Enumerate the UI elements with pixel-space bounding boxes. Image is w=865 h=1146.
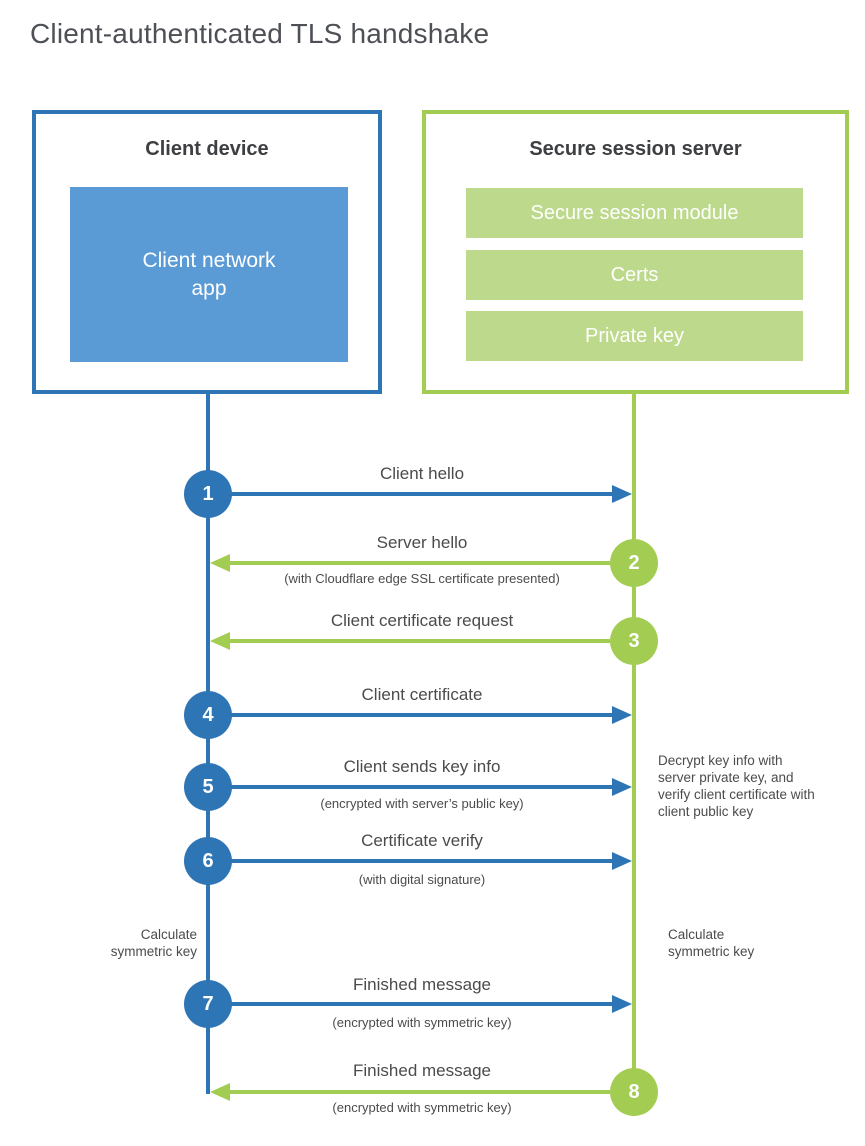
- client-network-app-label: Client network app: [142, 249, 276, 300]
- server-decrypt-note: Decrypt key info with server private key…: [658, 753, 815, 819]
- step-2-label: Server hello: [376, 533, 468, 552]
- step-7-circle: 7: [184, 980, 232, 1028]
- step-3-label: Client certificate request: [330, 611, 514, 630]
- step-6-label: Certificate verify: [361, 831, 483, 850]
- step-1-circle: 1: [184, 470, 232, 518]
- step-4-arrow: [230, 713, 612, 717]
- step-3-circle: 3: [610, 617, 658, 665]
- step-4-label: Client certificate: [361, 685, 483, 704]
- step-2-arrow: [228, 561, 610, 565]
- client-network-app-box: Client network app: [70, 187, 348, 362]
- step-1-arrowhead-icon: [612, 485, 632, 503]
- step-2-circle: 2: [610, 539, 658, 587]
- step-8-arrowhead-icon: [210, 1083, 230, 1101]
- step-5-sublabel: (encrypted with server’s public key): [320, 796, 524, 811]
- step-6-arrow: [230, 859, 612, 863]
- step-4-arrowhead-icon: [612, 706, 632, 724]
- step-7-label: Finished message: [353, 975, 491, 994]
- client-lifeline: [206, 392, 210, 1094]
- step-6-circle: 6: [184, 837, 232, 885]
- step-2-sublabel: (with Cloudflare edge SSL certificate pr…: [284, 571, 560, 586]
- step-7-sublabel: (encrypted with symmetric key): [332, 1015, 512, 1030]
- server-calculate-note: Calculate symmetric key: [668, 927, 755, 959]
- certs-bar: Certs: [466, 250, 803, 300]
- step-5-circle: 5: [184, 763, 232, 811]
- page-title: Client-authenticated TLS handshake: [30, 18, 490, 49]
- step-4-circle: 4: [184, 691, 232, 739]
- server-lifeline: [632, 392, 636, 1094]
- client-calculate-note: Calculate symmetric key: [110, 927, 197, 959]
- step-8-label: Finished message: [353, 1061, 491, 1080]
- step-8-arrow: [228, 1090, 610, 1094]
- client-device-title: Client device: [145, 138, 269, 160]
- step-8-circle: 8: [610, 1068, 658, 1116]
- step-7-arrow: [230, 1002, 612, 1006]
- private-key-bar: Private key: [466, 311, 803, 361]
- step-5-label: Client sends key info: [343, 757, 501, 776]
- step-3-arrow: [228, 639, 610, 643]
- step-8-sublabel: (encrypted with symmetric key): [332, 1100, 512, 1115]
- step-5-arrow: [230, 785, 612, 789]
- step-7-arrowhead-icon: [612, 995, 632, 1013]
- step-1-label: Client hello: [379, 464, 465, 483]
- step-5-arrowhead-icon: [612, 778, 632, 796]
- step-6-sublabel: (with digital signature): [358, 872, 486, 887]
- secure-session-server-box: Secure session server Secure session mod…: [422, 110, 849, 394]
- step-1-arrow: [230, 492, 612, 496]
- secure-session-module-bar: Secure session module: [466, 188, 803, 238]
- client-device-box: Client device Client network app: [32, 110, 382, 394]
- step-3-arrowhead-icon: [210, 632, 230, 650]
- step-2-arrowhead-icon: [210, 554, 230, 572]
- secure-session-server-title: Secure session server: [529, 138, 742, 160]
- step-6-arrowhead-icon: [612, 852, 632, 870]
